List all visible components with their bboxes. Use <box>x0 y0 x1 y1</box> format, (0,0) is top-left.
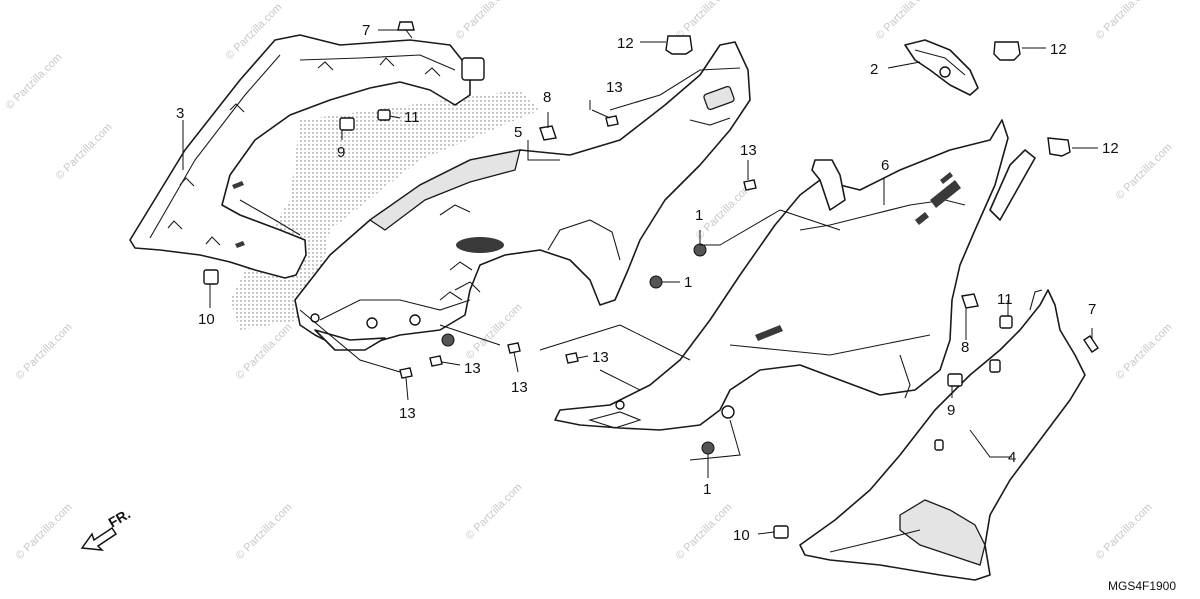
front-direction-indicator: FR. <box>80 505 134 551</box>
callout-8: 8 <box>961 339 969 356</box>
callout-9: 9 <box>947 402 955 419</box>
watermark: © Partzilla.com <box>14 501 75 562</box>
callout-10: 10 <box>198 311 215 328</box>
watermark: © Partzilla.com <box>54 121 115 182</box>
watermark: © Partzilla.com <box>874 0 935 42</box>
part-4-right-lower-cover[interactable] <box>799 289 1086 581</box>
watermark: © Partzilla.com <box>1094 501 1155 562</box>
watermark: © Partzilla.com <box>454 0 515 42</box>
callout-12: 12 <box>1102 140 1119 157</box>
front-arrow-icon <box>80 526 118 551</box>
callout-7: 7 <box>1088 301 1096 318</box>
part-2-bracket[interactable] <box>904 39 979 96</box>
callout-1: 1 <box>703 481 711 498</box>
watermark: © Partzilla.com <box>1094 0 1155 42</box>
watermark: © Partzilla.com <box>14 321 75 382</box>
direction-label: FR. <box>106 505 134 530</box>
watermark: © Partzilla.com <box>234 501 295 562</box>
callout-13: 13 <box>511 379 528 396</box>
watermark: © Partzilla.com <box>674 501 735 562</box>
callout-13: 13 <box>592 349 609 366</box>
watermark: © Partzilla.com <box>464 301 525 362</box>
callouts: 7 12 12 12 2 3 4 5 6 7 8 8 9 9 10 10 11 … <box>176 22 1119 544</box>
callout-3: 3 <box>176 105 184 122</box>
watermark: © Partzilla.com <box>4 51 65 112</box>
leader-lines <box>182 29 1098 535</box>
callout-11: 11 <box>404 109 420 126</box>
watermark: © Partzilla.com <box>234 321 295 382</box>
callout-13: 13 <box>464 360 481 377</box>
callout-10: 10 <box>733 527 750 544</box>
callout-5: 5 <box>514 124 522 141</box>
callout-13: 13 <box>606 79 623 96</box>
callout-12: 12 <box>1050 41 1067 58</box>
part-3-left-side-cover[interactable] <box>129 34 485 279</box>
callout-1: 1 <box>684 274 692 291</box>
callout-9: 9 <box>337 144 345 161</box>
callout-7: 7 <box>362 22 370 39</box>
callout-12: 12 <box>617 35 634 52</box>
shading-area <box>230 90 540 330</box>
callout-2: 2 <box>870 61 878 78</box>
callout-6: 6 <box>881 157 889 174</box>
watermark: © Partzilla.com <box>1114 321 1175 382</box>
watermark: © Partzilla.com <box>1114 141 1175 202</box>
callout-1: 1 <box>695 207 703 224</box>
part-6-right-side-cover[interactable] <box>554 119 1036 431</box>
part-5-center-inner-cover[interactable] <box>294 41 751 351</box>
callout-13: 13 <box>740 142 757 159</box>
watermark: © Partzilla.com <box>464 481 525 542</box>
diagram-code: MGS4F1900 <box>1108 579 1176 593</box>
callout-13: 13 <box>399 405 416 422</box>
callout-4: 4 <box>1008 449 1016 466</box>
callout-11: 11 <box>997 291 1013 308</box>
callout-8: 8 <box>543 89 551 106</box>
